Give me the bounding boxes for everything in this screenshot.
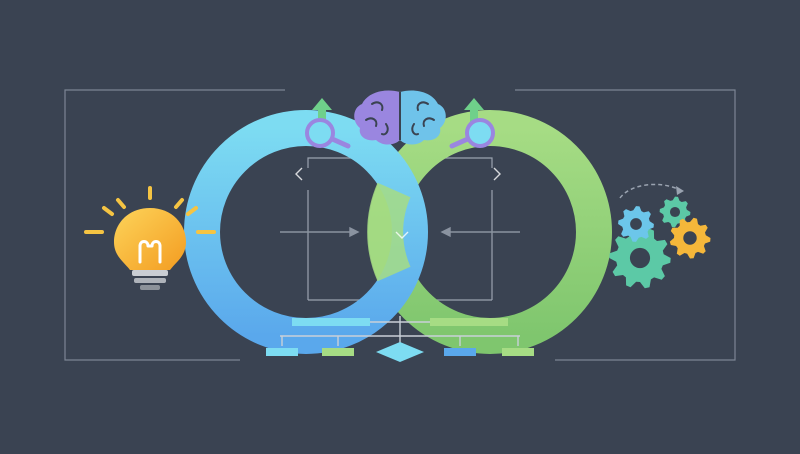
gears-icon — [609, 183, 711, 289]
flow-bar-blue — [292, 318, 370, 326]
flow-decision-diamond — [376, 342, 424, 362]
magnifier-left-icon — [305, 118, 351, 149]
up-arrow-right-icon — [464, 98, 484, 124]
chevron-right-icon — [493, 167, 501, 181]
gear-large-icon — [609, 227, 671, 289]
chevron-left-icon — [295, 167, 303, 181]
flow-node-1 — [266, 348, 298, 356]
loop-overlap — [367, 182, 411, 282]
up-arrow-left-icon — [312, 98, 332, 124]
arrow-right-icon — [349, 226, 360, 238]
cycle-arrow-head-icon — [676, 186, 684, 195]
flow-bar-green — [430, 318, 508, 326]
flow-node-3 — [444, 348, 476, 356]
gears-cycle-arrow — [619, 183, 681, 199]
frame-right — [515, 89, 736, 361]
lightbulb-icon — [84, 186, 216, 290]
bulb-rays — [84, 186, 216, 234]
ring-chevrons — [295, 167, 501, 239]
frame-left — [64, 89, 285, 361]
inner-arrows — [280, 226, 520, 238]
flow-node-2 — [322, 348, 354, 356]
arrow-left-icon — [440, 226, 451, 238]
brain-icon — [354, 90, 446, 145]
flowchart-icon — [266, 316, 534, 362]
chevron-down-icon — [395, 231, 409, 239]
gear-yellow-icon — [669, 217, 711, 259]
flow-node-4 — [502, 348, 534, 356]
gear-medium-icon — [618, 206, 654, 242]
flowchart-connectors — [280, 316, 520, 346]
magnifier-right-icon — [449, 118, 495, 149]
frame-lines — [64, 89, 736, 361]
